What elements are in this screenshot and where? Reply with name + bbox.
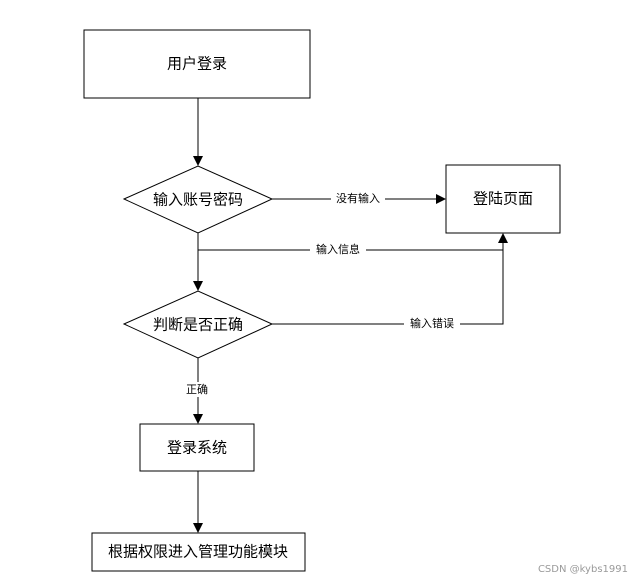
- edge-input-info-label: 输入信息: [316, 242, 360, 256]
- node-login-page-label: 登陆页面: [473, 190, 533, 208]
- edge-no-input-label: 没有输入: [336, 191, 380, 205]
- node-enter-module-label: 根据权限进入管理功能模块: [108, 543, 288, 561]
- edge-input-error-label: 输入错误: [410, 316, 454, 330]
- node-enter-module: 根据权限进入管理功能模块: [91, 532, 306, 572]
- node-login-system: 登录系统: [139, 423, 255, 472]
- node-user-login: 用户登录: [83, 29, 311, 99]
- node-check-correct: 判断是否正确: [122, 290, 274, 359]
- node-enter-credentials: 输入账号密码: [122, 165, 274, 234]
- node-enter-credentials-label: 输入账号密码: [153, 191, 243, 209]
- node-check-correct-label: 判断是否正确: [153, 316, 243, 334]
- edge-input-error: [272, 233, 508, 325]
- node-login-system-label: 登录系统: [167, 439, 227, 457]
- edge-correct-label: 正确: [186, 383, 208, 396]
- node-login-page: 登陆页面: [445, 164, 561, 234]
- node-user-login-label: 用户登录: [167, 55, 227, 73]
- watermark: CSDN @kybs1991: [538, 564, 628, 575]
